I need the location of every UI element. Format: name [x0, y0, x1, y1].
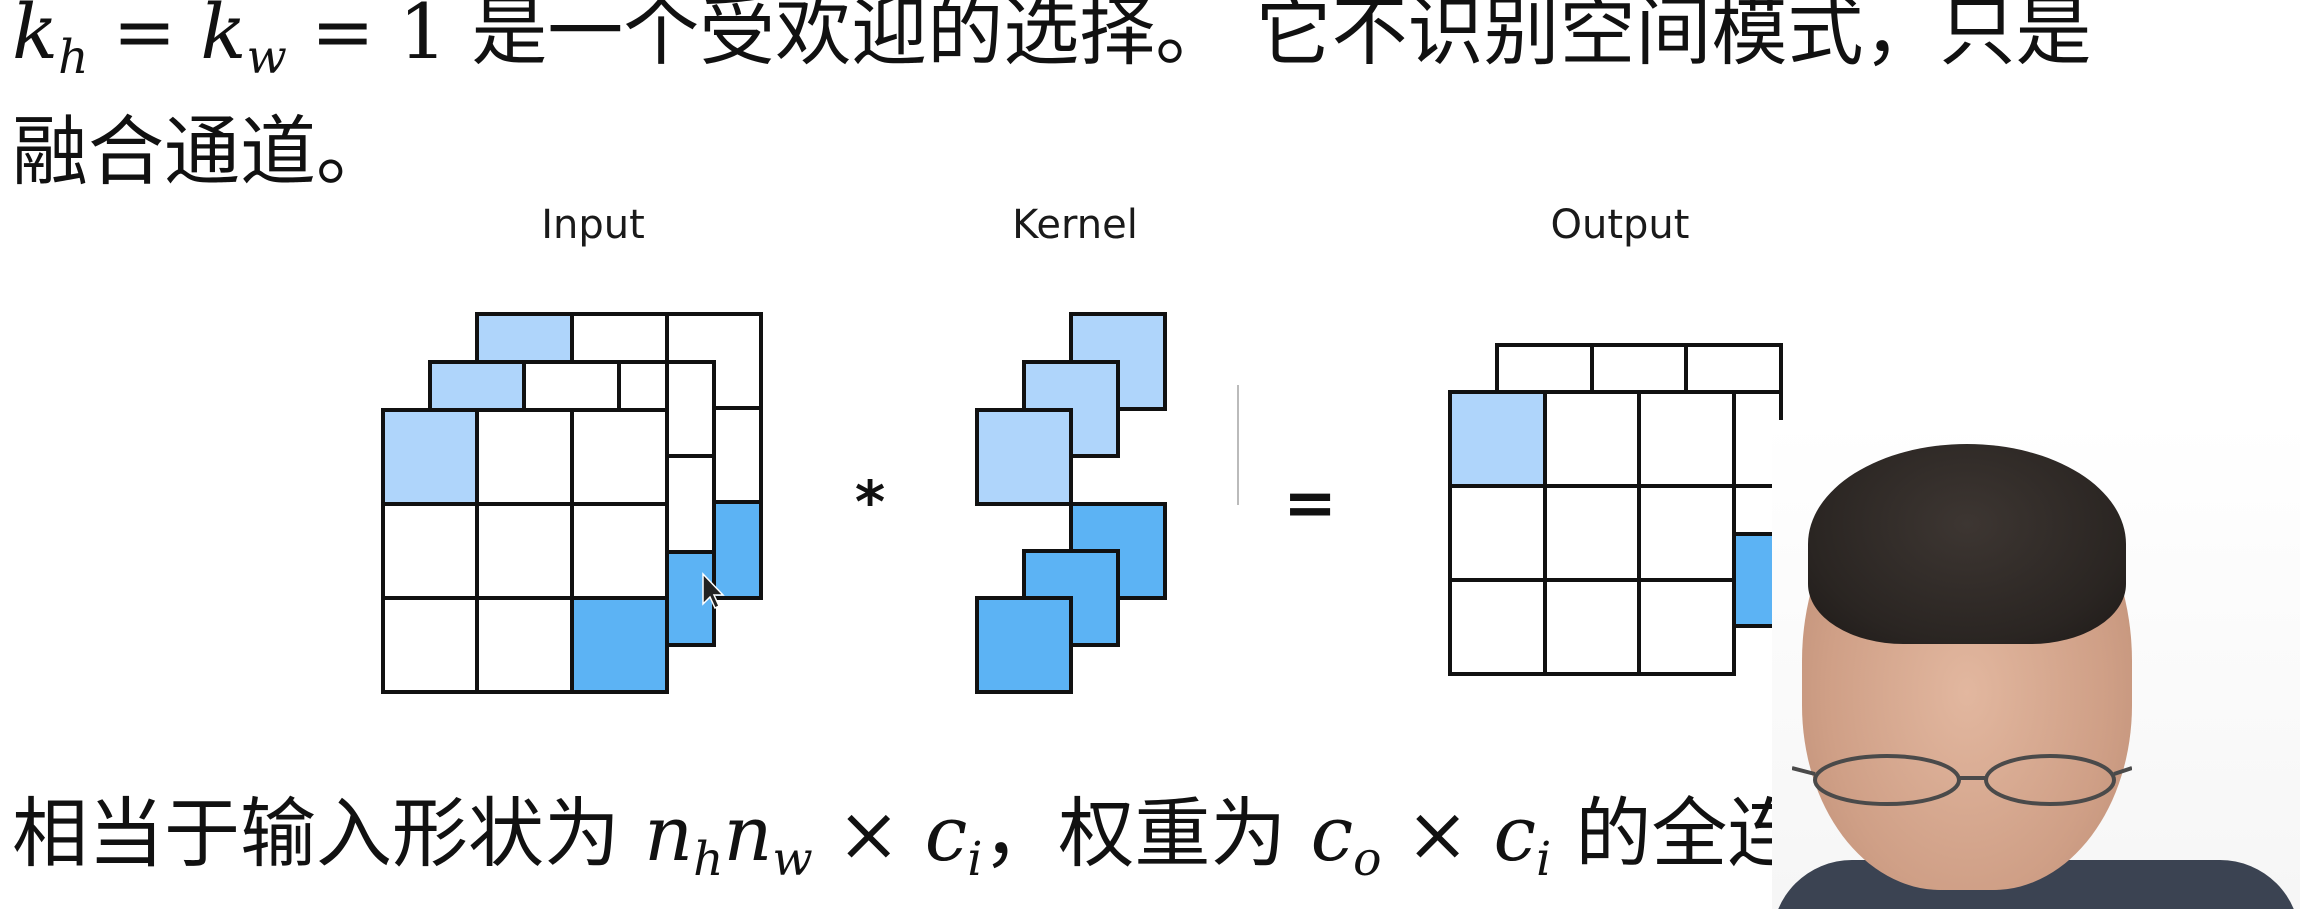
math-k-w: kw: [200, 0, 287, 86]
input-front-cell: [475, 596, 574, 694]
input-mid-cell: [665, 454, 716, 554]
slide-text-line-3: 相当于输入形状为 nhnw × ci，权重为 co × ci 的全连: [12, 796, 1803, 884]
presenter-video: [1772, 420, 2300, 909]
math-k-h: kh: [12, 0, 89, 86]
math-n-h: nh: [644, 789, 724, 888]
output-back-cell: [1495, 343, 1594, 394]
output-front-cell: [1448, 578, 1547, 676]
output-label: Output: [1551, 202, 1690, 248]
input-channel-middle: [428, 360, 716, 647]
input-front-cell: [381, 502, 479, 600]
kernel-group-top: [975, 312, 1167, 506]
math-n-w: nw: [723, 789, 813, 888]
slide-text-line-2: 融合通道。: [12, 107, 392, 196]
output-front-cell: [1543, 578, 1641, 676]
input-front-cell: [570, 408, 669, 506]
math-equals-1: =: [88, 0, 201, 76]
input-mid-cell-highlight: [428, 360, 526, 412]
input-front-cell: [475, 502, 574, 600]
math-times-2: ×: [1381, 789, 1494, 878]
output-back-cell: [1684, 343, 1783, 394]
output-front-cell: [1448, 484, 1547, 582]
slide-text-line-1: kh = kw = 1 是一个受欢迎的选择。 它不识别空间模式，只是: [12, 0, 2091, 81]
output-front-cell: [1637, 484, 1736, 582]
output-front-cell: [1543, 390, 1641, 488]
input-front-cell-highlight: [570, 596, 669, 694]
input-mid-cell: [522, 360, 621, 412]
math-c-i-2: ci: [1493, 789, 1552, 888]
output-front-cell: [1637, 390, 1736, 488]
convolve-operator: *: [855, 468, 885, 536]
output-front-cell: [1637, 578, 1736, 676]
input-front-cell: [570, 502, 669, 600]
kernel-group-bottom: [975, 502, 1167, 694]
input-channel-front: [381, 408, 669, 694]
presenter-hair: [1808, 444, 2126, 644]
math-equals-2: = 1: [286, 0, 472, 76]
equals-operator: =: [1283, 467, 1337, 541]
slide-sentence-3b: ，权重为: [982, 789, 1311, 878]
input-front-cell: [475, 408, 574, 506]
output-back-cell: [1590, 343, 1688, 394]
input-front-cell-highlight: [381, 408, 479, 506]
output-front-cell: [1543, 484, 1641, 582]
output-channel-front: [1448, 390, 1736, 676]
slide-sentence-1: 是一个受欢迎的选择。 它不识别空间模式，只是: [471, 0, 2092, 76]
output-front-cell-highlight: [1448, 390, 1547, 488]
input-label: Input: [541, 202, 645, 248]
presenter-glasses-icon: [1792, 754, 2132, 806]
math-c-o: co: [1310, 789, 1382, 888]
slide-sentence-3a: 相当于输入形状为: [12, 789, 645, 878]
math-c-i-1: ci: [924, 789, 983, 888]
input-mid-cell: [665, 360, 716, 458]
math-times-1: ×: [812, 789, 925, 878]
kernel-cell: [975, 408, 1073, 506]
slide-sentence-3c: 的全连: [1551, 789, 1804, 878]
kernel-label: Kernel: [1012, 202, 1138, 248]
kernel-cell: [975, 596, 1073, 694]
mouse-cursor-icon: [702, 572, 725, 610]
input-front-cell: [381, 596, 479, 694]
